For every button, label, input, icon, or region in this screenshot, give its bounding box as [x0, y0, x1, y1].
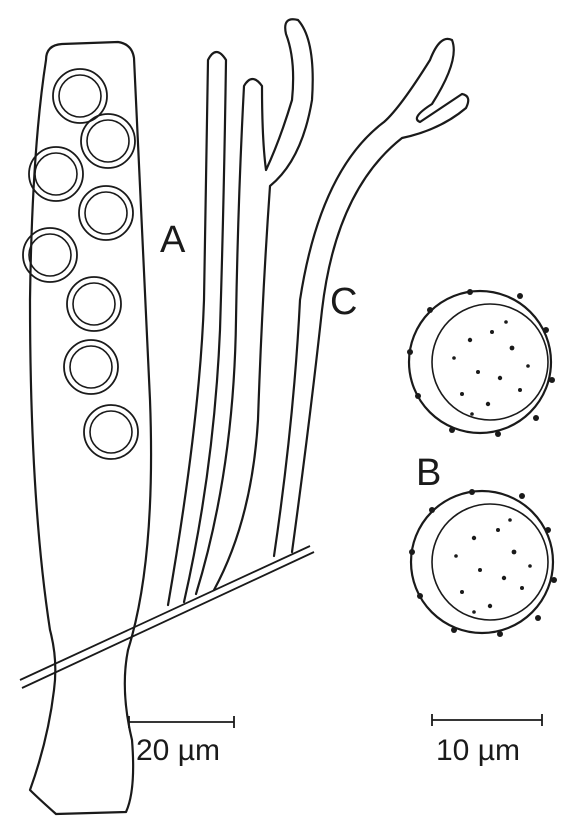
label-c: C	[330, 281, 357, 323]
ascus-spore	[64, 340, 118, 394]
spore-ornamentation	[409, 489, 557, 637]
ascus-spore	[81, 114, 135, 168]
section-line	[20, 546, 314, 688]
scale-bar-left-label: 20 µm	[136, 734, 220, 767]
ascus-spore	[67, 277, 121, 331]
ascus-spores	[23, 69, 138, 459]
ascus-spore	[79, 186, 133, 240]
ascospore-b-lower	[409, 489, 557, 637]
ascus-spore	[29, 147, 83, 201]
ascus-spore	[84, 405, 138, 459]
paraphysis-2	[196, 19, 313, 594]
scale-bar-left: 20 µm	[129, 716, 234, 767]
scale-bar-right-label: 10 µm	[436, 734, 520, 767]
spore-ornamentation	[407, 289, 555, 437]
paraphysis-1	[168, 52, 226, 605]
ascospore-b-upper	[407, 289, 555, 437]
scale-bar-right: 10 µm	[432, 714, 542, 767]
label-b: B	[416, 452, 441, 494]
paraphyses	[168, 19, 468, 605]
label-a: A	[160, 219, 186, 261]
